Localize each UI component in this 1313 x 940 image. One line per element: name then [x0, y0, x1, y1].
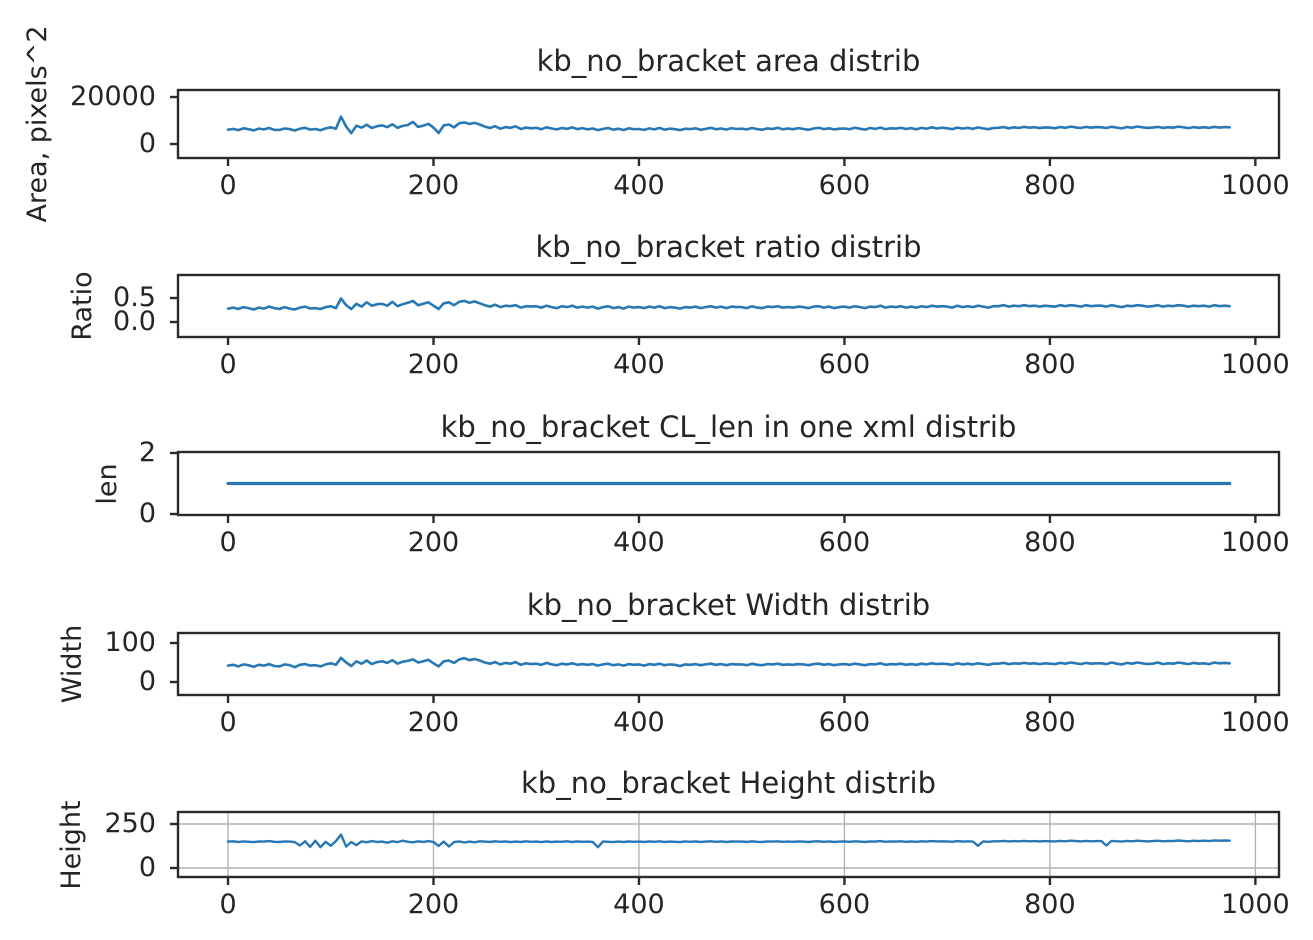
- plot-line: [226, 833, 1231, 849]
- axes-frame: [176, 810, 1281, 879]
- y-tick-label: 250: [104, 808, 156, 839]
- x-tick-label: 1000: [1221, 707, 1290, 738]
- y-tick-label: 0.0: [113, 305, 156, 337]
- axes-frame: [176, 88, 1281, 160]
- subplot-cllen-title: kb_no_bracket CL_len in one xml distrib: [440, 410, 1017, 444]
- x-tick-label: 800: [1024, 170, 1076, 201]
- y-tick-label: 0: [138, 497, 156, 529]
- x-tick-label: 400: [613, 349, 665, 380]
- x-tick-label: 800: [1024, 707, 1076, 738]
- y-tick-label: 2: [138, 437, 156, 468]
- y-tick-label: 20000: [70, 81, 156, 112]
- x-tick-label: 800: [1024, 527, 1076, 558]
- subplot-area-ylabel: Area, pixels^2: [22, 25, 53, 223]
- plot-line: [226, 115, 1231, 135]
- subplot-area-title: kb_no_bracket area distrib: [536, 44, 921, 78]
- x-tick-label: 200: [407, 889, 460, 920]
- y-tick-label: 0: [138, 852, 156, 883]
- subplot-ratio-title: kb_no_bracket ratio distrib: [535, 230, 922, 264]
- y-tick-label: 0: [138, 666, 156, 697]
- subplot-height-title: kb_no_bracket Height distrib: [521, 766, 936, 800]
- axes-frame: [176, 631, 1281, 697]
- x-tick-label: 1000: [1221, 527, 1290, 558]
- x-tick-label: 400: [613, 889, 665, 920]
- x-tick-label: 0: [219, 527, 237, 558]
- subplot-width-title: kb_no_bracket Width distrib: [526, 588, 931, 622]
- x-tick-label: 600: [818, 170, 871, 201]
- x-tick-label: 400: [613, 707, 665, 738]
- x-tick-label: 200: [407, 349, 460, 380]
- axes-frame: [176, 273, 1281, 339]
- x-tick-label: 400: [613, 527, 665, 558]
- x-tick-label: 0: [219, 170, 237, 201]
- x-tick-label: 600: [818, 349, 871, 380]
- subplot-cllen-ylabel: len: [92, 463, 123, 505]
- plot-line: [226, 297, 1231, 311]
- x-tick-label: 800: [1024, 889, 1076, 920]
- y-tick-label: 0: [138, 128, 156, 159]
- x-tick-label: 0: [219, 707, 237, 738]
- x-tick-label: 1000: [1221, 889, 1290, 920]
- x-tick-label: 400: [613, 170, 665, 201]
- axes-frame: [176, 450, 1281, 517]
- x-tick-label: 800: [1024, 349, 1076, 380]
- y-tick-label: 0.5: [113, 281, 156, 313]
- x-tick-label: 200: [407, 707, 460, 738]
- x-tick-label: 1000: [1221, 349, 1290, 380]
- x-tick-label: 200: [407, 527, 460, 558]
- plot-line: [226, 656, 1231, 669]
- x-tick-label: 200: [407, 170, 460, 201]
- x-tick-label: 600: [818, 889, 871, 920]
- x-tick-label: 1000: [1221, 170, 1290, 201]
- x-tick-label: 600: [818, 707, 871, 738]
- y-tick-label: 100: [104, 626, 156, 658]
- x-tick-label: 600: [818, 527, 871, 558]
- x-tick-label: 0: [219, 889, 237, 920]
- x-tick-label: 0: [219, 349, 237, 380]
